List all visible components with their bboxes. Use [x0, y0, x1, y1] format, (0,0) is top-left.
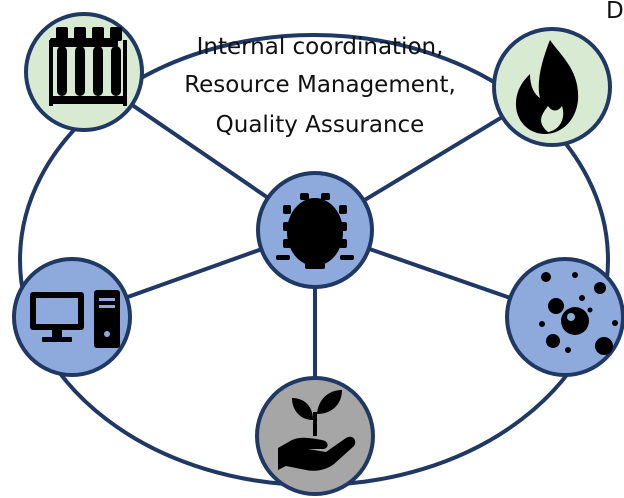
computer-node [12, 257, 132, 377]
particles-node [505, 257, 624, 377]
flame-icon [515, 40, 579, 134]
test-tubes-icon [49, 27, 127, 106]
computer-icon [30, 290, 120, 348]
meeting-table-icon [276, 193, 354, 269]
center-text-block: Internal coordination, Resource Manageme… [184, 34, 456, 138]
title-line-3: Quality Assurance [216, 112, 425, 138]
plant-in-hand-node [255, 376, 375, 496]
plant-in-hand-icon [278, 390, 356, 471]
title-line-2: Resource Management, [184, 72, 456, 98]
flame-node [492, 27, 612, 147]
title-line-1: Internal coordination, [197, 34, 444, 60]
meeting-table-node [256, 171, 374, 289]
test-tubes-node [24, 12, 144, 132]
particles-icon [539, 272, 618, 355]
corner-text-fragment: D [606, 0, 624, 24]
